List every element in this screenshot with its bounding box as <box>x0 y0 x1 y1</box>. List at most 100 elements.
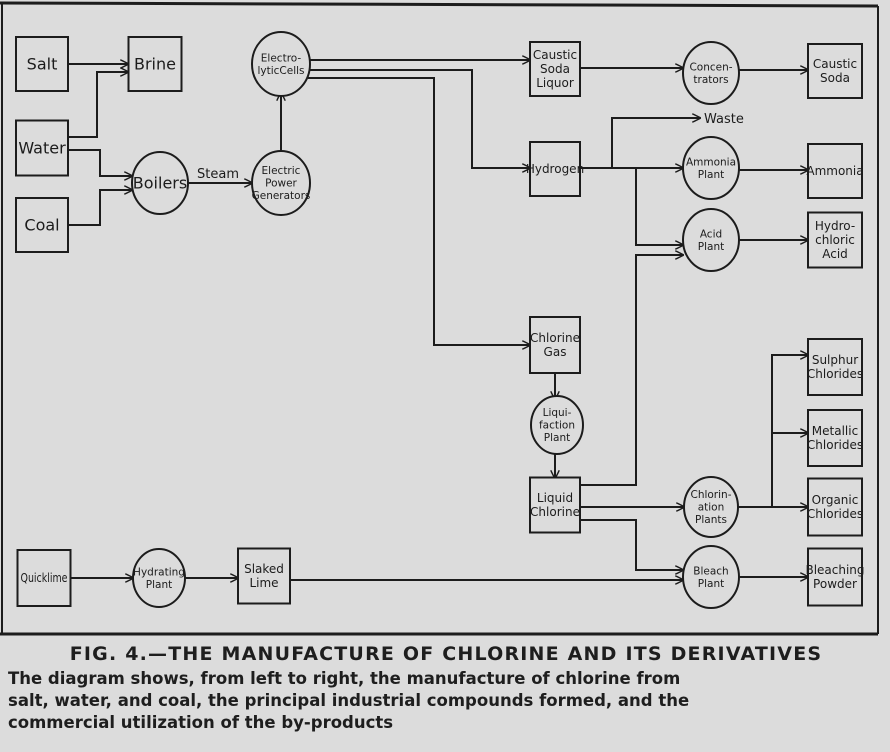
material-box <box>807 477 863 537</box>
figure-caption: FIG. 4.—THE MANUFACTURE OF CHLORINE AND … <box>6 643 886 734</box>
node-label: Electro- <box>261 52 302 64</box>
caption-line: The diagram shows, from left to right, t… <box>8 669 681 688</box>
flow-arrow <box>635 255 683 382</box>
node-label: faction <box>539 420 575 432</box>
material-box <box>807 338 863 396</box>
flow-arrow <box>68 190 132 226</box>
flow-arrow <box>611 118 700 168</box>
node-label: Concen- <box>689 61 732 73</box>
flow-arrow <box>771 355 808 507</box>
material-box <box>529 316 581 374</box>
material-box <box>237 547 291 605</box>
process-circle <box>682 208 740 272</box>
node-label: Coal <box>24 216 59 235</box>
node-hydrogen: Hydrogen <box>526 141 584 197</box>
node-label: Hydro- <box>815 219 855 233</box>
node-label: Chlorides <box>807 507 863 521</box>
process-circle <box>682 136 740 200</box>
node-label: Water <box>18 139 66 158</box>
node-label: Plant <box>146 579 172 591</box>
material-box <box>807 409 863 467</box>
node-label: Quicklime <box>21 571 68 585</box>
node-label: Ammonia <box>686 156 736 168</box>
figure-title: FIG. 4.—THE MANUFACTURE OF CHLORINE AND … <box>69 643 823 665</box>
material-box <box>529 476 581 534</box>
node-label: Chlorin- <box>690 489 731 501</box>
node-label: Hydrating <box>133 566 185 578</box>
material-box <box>529 141 581 197</box>
flow-arrows <box>68 60 808 580</box>
node-label: chloric <box>815 233 855 247</box>
node-label: Ammonia <box>806 164 863 178</box>
node-label: Brine <box>134 55 176 74</box>
node-label: Slaked <box>244 562 284 576</box>
diagram-frame <box>0 1 879 636</box>
node-label: Chlorine <box>530 331 580 345</box>
node-label: Liquid <box>537 491 573 505</box>
node-label: Boilers <box>133 174 187 193</box>
material-box <box>16 549 72 607</box>
node-label: Bleach <box>693 565 728 577</box>
flow-arrow <box>310 69 530 168</box>
node-label: Plants <box>695 514 727 526</box>
flow-arrow <box>635 168 683 245</box>
material-box <box>807 211 863 269</box>
node-label: Chlorine <box>530 505 580 519</box>
node-coal: Coal <box>15 197 69 253</box>
node-electrolytic-cells: Electro-lyticCells <box>251 31 311 97</box>
edge-label-steam: Steam <box>197 167 239 182</box>
node-label: ation <box>698 502 725 514</box>
node-quicklime: Quicklime <box>16 549 72 607</box>
node-label: lyticCells <box>257 65 304 77</box>
node-label: Lime <box>249 576 278 590</box>
flow-arrow <box>68 149 132 176</box>
process-circle <box>251 31 311 97</box>
caption-line: salt, water, and coal, the principal ind… <box>8 691 690 710</box>
flow-arrow <box>308 77 530 345</box>
node-label: Sulphur <box>812 353 858 367</box>
node-label: Acid <box>822 247 848 261</box>
node-label: Acid <box>700 228 722 240</box>
flow-arrow <box>580 382 637 486</box>
node-label: Organic <box>812 493 859 507</box>
node-salt: Salt <box>15 36 69 92</box>
node-water: Water <box>15 119 69 177</box>
material-box <box>807 547 863 607</box>
node-label: Soda <box>820 71 850 85</box>
node-label: Caustic <box>813 57 857 71</box>
edge-labels: Steam Waste <box>197 112 744 182</box>
material-box <box>127 36 183 92</box>
flow-arrow <box>580 519 683 570</box>
node-label: Plant <box>544 432 570 444</box>
node-label: Liquor <box>536 76 574 90</box>
node-label: Plant <box>698 578 724 590</box>
node-label: Power <box>265 178 297 190</box>
material-box <box>15 36 69 92</box>
material-box <box>807 143 863 199</box>
node-label: Hydrogen <box>526 162 584 176</box>
flow-arrow <box>68 72 128 138</box>
node-label: Liqui- <box>543 407 572 419</box>
edge-label-waste: Waste <box>704 112 744 127</box>
material-box <box>529 41 581 97</box>
process-circle <box>682 545 740 609</box>
node-label: Bleaching <box>805 563 864 577</box>
node-label: Soda <box>540 62 570 76</box>
node-label: trators <box>693 74 728 86</box>
node-label: Chlorides <box>807 438 863 452</box>
node-label: Chlorides <box>807 367 863 381</box>
